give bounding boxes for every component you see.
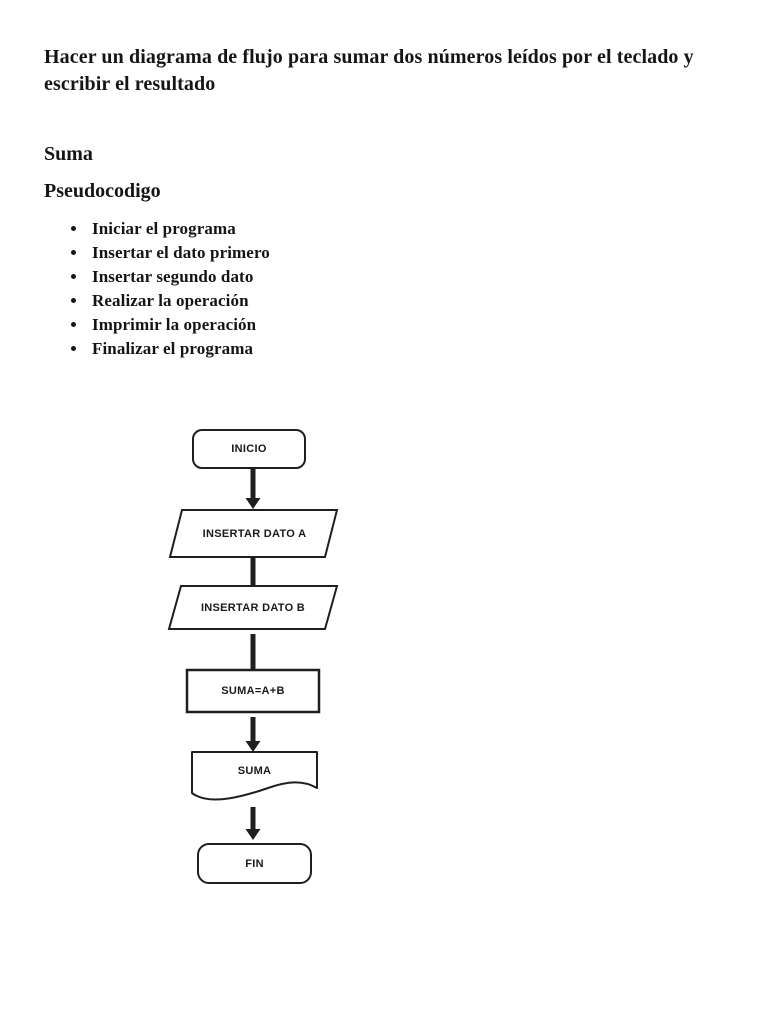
terminator-shape-fin xyxy=(197,843,312,884)
node-label-insertar-a: INSERTAR DATO A xyxy=(202,527,307,540)
heading-suma: Suma xyxy=(44,143,93,165)
list-item-step-4: Realizar la operación xyxy=(88,289,270,313)
node-label-insertar-b: INSERTAR DATO B xyxy=(200,601,306,614)
node-label-fin: FIN xyxy=(245,857,264,870)
flowchart-shapes xyxy=(167,429,339,884)
terminator-shape-inicio xyxy=(192,429,306,469)
list-item-step-2: Insertar el dato primero xyxy=(88,241,270,265)
document-title: Hacer un diagrama de flujo para sumar do… xyxy=(44,46,694,95)
pseudocode-list: Iniciar el programa Insertar el dato pri… xyxy=(62,217,270,361)
list-item-step-1: Iniciar el programa xyxy=(88,217,270,241)
list-item-step-5: Imprimir la operación xyxy=(88,313,270,337)
node-label-proceso: SUMA=A+B xyxy=(221,685,285,697)
node-label-salida: SUMA xyxy=(237,765,272,777)
input-shape-insertar-b xyxy=(167,585,339,630)
flow-arrowhead-1 xyxy=(245,498,261,509)
flow-arrowhead-4 xyxy=(245,741,261,752)
list-item-step-3: Insertar segundo dato xyxy=(88,265,270,289)
document-shape-salida xyxy=(191,751,318,801)
process-shape-suma xyxy=(185,668,321,714)
flow-arrowhead-5 xyxy=(245,829,261,840)
heading-pseudocodigo: Pseudocodigo xyxy=(44,180,161,202)
input-shape-insertar-a xyxy=(168,509,339,558)
list-item-step-6: Finalizar el programa xyxy=(88,337,270,361)
flowchart: INICIO INSERTAR DATO A INSERTAR DATO B S… xyxy=(0,420,768,900)
node-label-inicio: INICIO xyxy=(231,443,267,455)
